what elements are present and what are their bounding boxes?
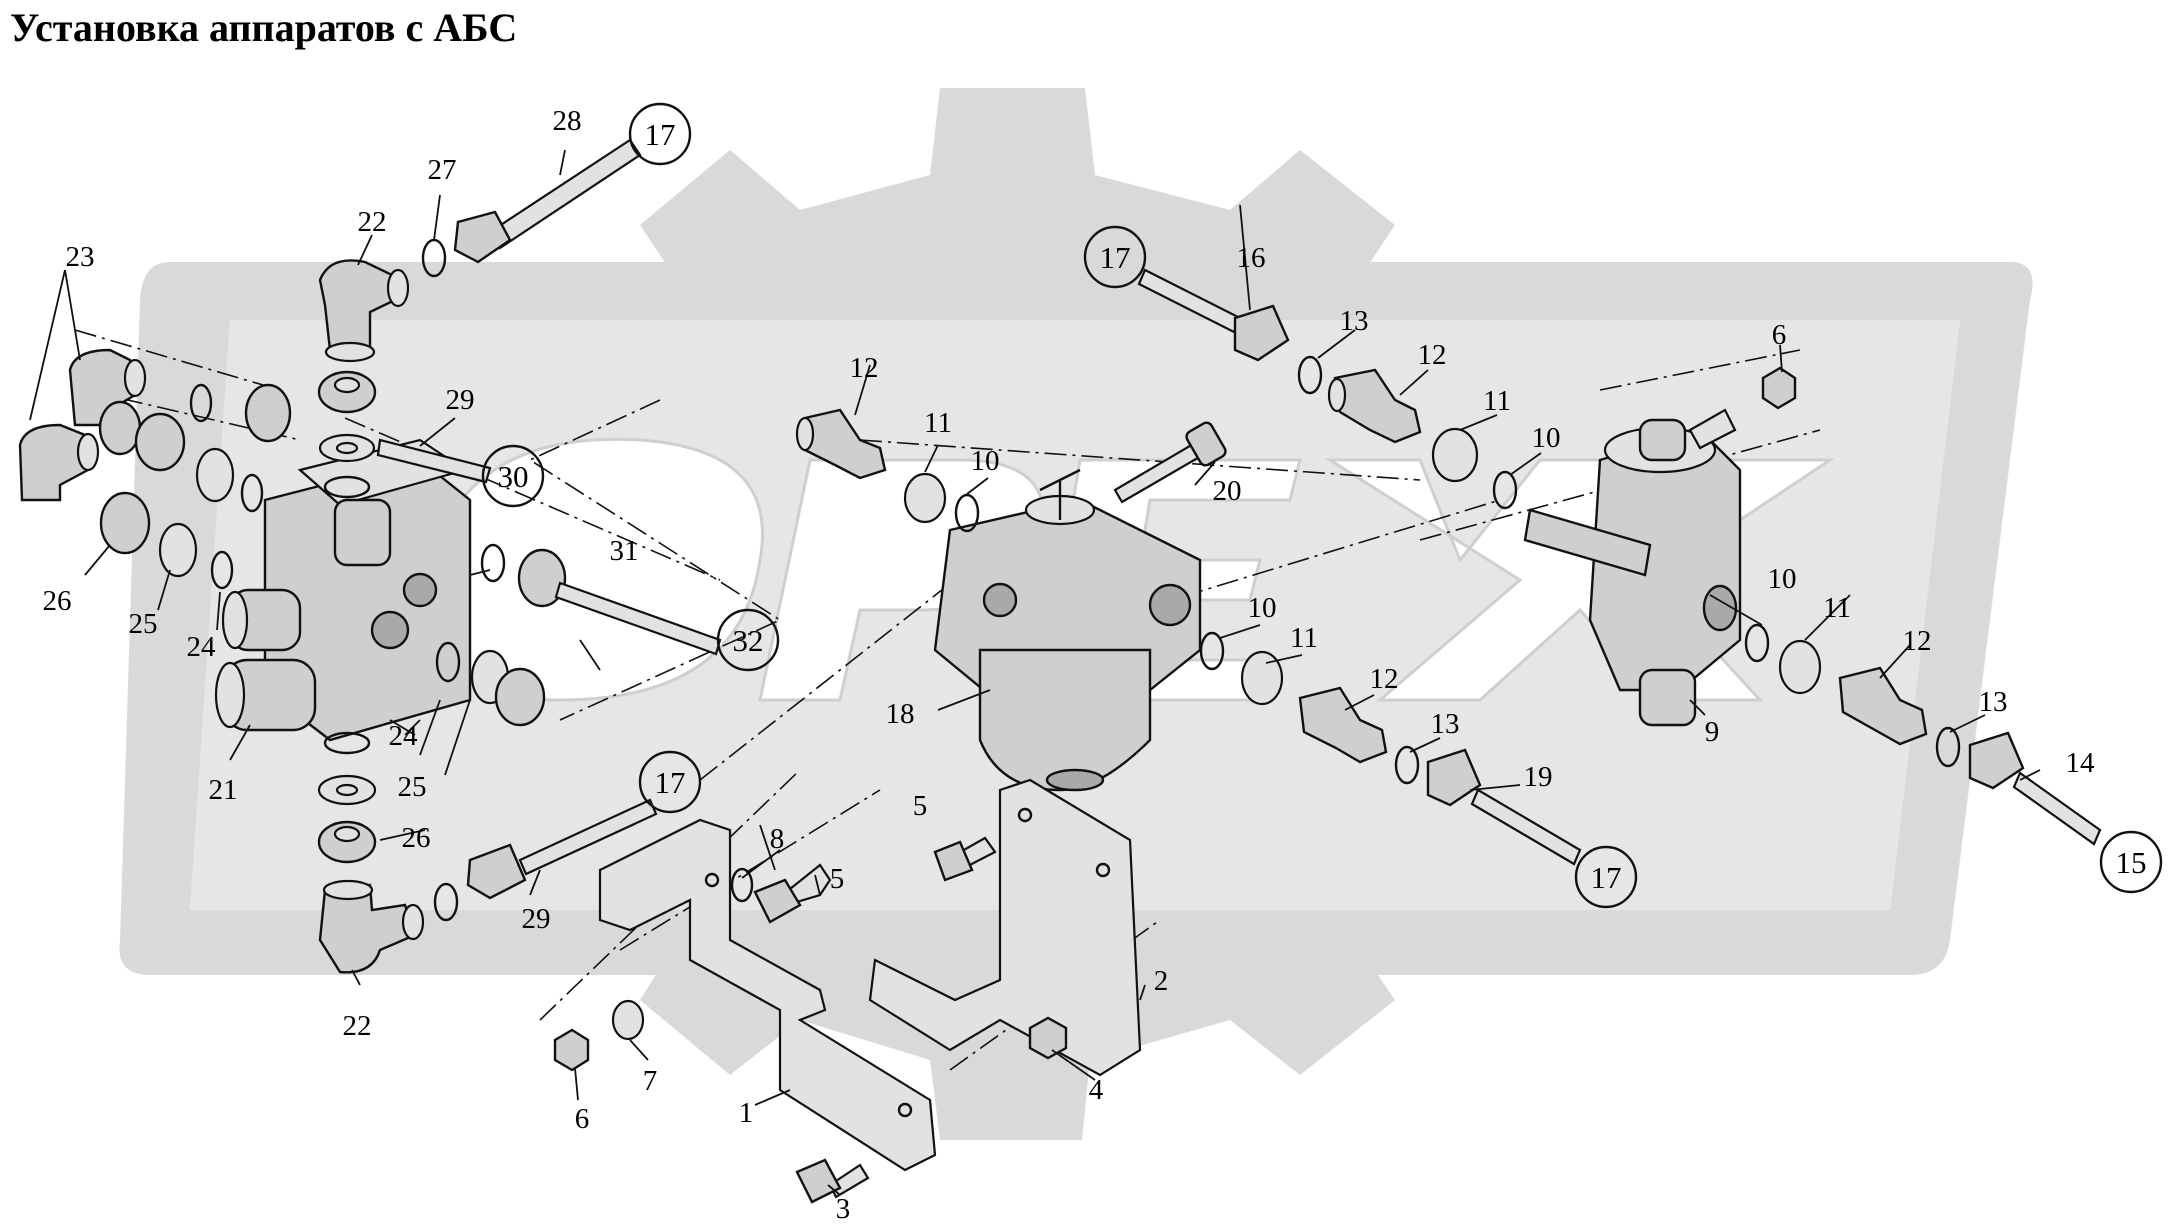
label-2: 2 xyxy=(1154,965,1169,997)
vertical-washer-stack xyxy=(317,370,377,864)
label-22-b: 22 xyxy=(343,1010,372,1042)
label-11-c: 11 xyxy=(1290,622,1318,654)
label-9: 9 xyxy=(1705,716,1720,748)
right-side-nuts xyxy=(435,543,567,727)
label-10-c: 10 xyxy=(1248,592,1277,624)
callout-30: 30 xyxy=(481,444,545,508)
callout-17-bottom-right: 17 xyxy=(1574,845,1638,909)
label-11-b: 11 xyxy=(1483,385,1511,417)
svg-text:15: 15 xyxy=(2116,845,2147,880)
label-3: 3 xyxy=(836,1193,851,1225)
elbow-fittings-23 xyxy=(18,348,147,502)
label-23: 23 xyxy=(66,241,95,273)
left-washer-row-lower xyxy=(99,491,234,590)
elbow-fitting-22-top xyxy=(318,259,410,363)
svg-text:17: 17 xyxy=(655,765,686,800)
bracket-1 xyxy=(598,818,937,1172)
label-10-b: 10 xyxy=(1532,422,1561,454)
label-24-a: 24 xyxy=(187,631,217,663)
valve-block-21 xyxy=(214,438,472,742)
pipes-left-group xyxy=(376,138,722,922)
label-18: 18 xyxy=(886,698,915,730)
label-29-b: 29 xyxy=(522,903,551,935)
label-10-a: 10 xyxy=(971,445,1000,477)
label-26-a: 26 xyxy=(43,585,72,617)
label-7: 7 xyxy=(643,1065,658,1097)
label-6-a: 6 xyxy=(1772,319,1787,351)
label-12-c: 12 xyxy=(1370,663,1399,695)
svg-text:30: 30 xyxy=(498,459,529,494)
valve-unit-18 xyxy=(933,421,1227,792)
svg-text:17: 17 xyxy=(1100,240,1131,275)
valve-unit-9 xyxy=(1523,408,1742,727)
callout-17-top-left: 17 xyxy=(628,102,692,166)
label-13-c: 13 xyxy=(1979,686,2008,718)
label-14: 14 xyxy=(2066,747,2096,779)
label-13-b: 13 xyxy=(1431,708,1460,740)
label-5-a: 5 xyxy=(913,790,928,822)
label-22-a: 22 xyxy=(358,206,387,238)
label-25-a: 25 xyxy=(129,608,158,640)
callout-circles: 17 17 17 17 15 30 xyxy=(481,102,2163,909)
label-13-a: 13 xyxy=(1340,305,1369,337)
label-4: 4 xyxy=(1089,1074,1104,1106)
svg-text:17: 17 xyxy=(645,117,676,152)
pipe-16 xyxy=(1137,268,1323,395)
left-washer-row-upper xyxy=(98,383,292,513)
label-25-b: 25 xyxy=(398,771,427,803)
leader-lines xyxy=(29,149,2041,1196)
label-11-d: 11 xyxy=(1823,592,1851,624)
part-number-labels: 1 2 3 4 5 5 6 6 7 8 9 10 10 10 10 11 11 … xyxy=(43,105,2096,1225)
label-8: 8 xyxy=(770,823,785,855)
label-12-d: 12 xyxy=(1903,625,1932,657)
fitting-12-a xyxy=(795,408,980,533)
svg-text:17: 17 xyxy=(1591,860,1622,895)
bolts-and-nuts-bottom xyxy=(553,836,1068,1204)
label-19: 19 xyxy=(1524,761,1553,793)
callout-17-bottom-left: 17 xyxy=(638,750,702,814)
label-16: 16 xyxy=(1237,242,1266,274)
label-21: 21 xyxy=(209,774,238,806)
label-26-b: 26 xyxy=(402,822,431,854)
label-11-a: 11 xyxy=(924,407,952,439)
fitting-12-d xyxy=(1744,623,2102,846)
label-10-d: 10 xyxy=(1768,563,1797,595)
label-1: 1 xyxy=(739,1097,754,1129)
label-12-a: 12 xyxy=(850,352,879,384)
fitting-12-b xyxy=(1327,368,1518,510)
page-title: Установка аппаратов с АБС xyxy=(10,5,518,50)
label-6-b: 6 xyxy=(575,1103,590,1135)
label-29-a: 29 xyxy=(446,384,475,416)
label-24-b: 24 xyxy=(389,720,419,752)
label-31: 31 xyxy=(610,535,639,567)
label-5-b: 5 xyxy=(830,863,845,895)
svg-text:32: 32 xyxy=(733,623,764,658)
label-20: 20 xyxy=(1213,475,1242,507)
callout-32: 32 xyxy=(716,608,780,672)
nut-6-top xyxy=(1761,366,1797,410)
fitting-12-c xyxy=(1199,631,1582,866)
bracket-2 xyxy=(868,778,1142,1077)
label-12-b: 12 xyxy=(1418,339,1447,371)
elbow-fitting-22-bottom xyxy=(318,879,425,974)
callout-17-top-center: 17 xyxy=(1083,225,1147,289)
label-27: 27 xyxy=(428,154,457,186)
callout-15: 15 xyxy=(2099,830,2163,894)
label-28: 28 xyxy=(553,105,582,137)
